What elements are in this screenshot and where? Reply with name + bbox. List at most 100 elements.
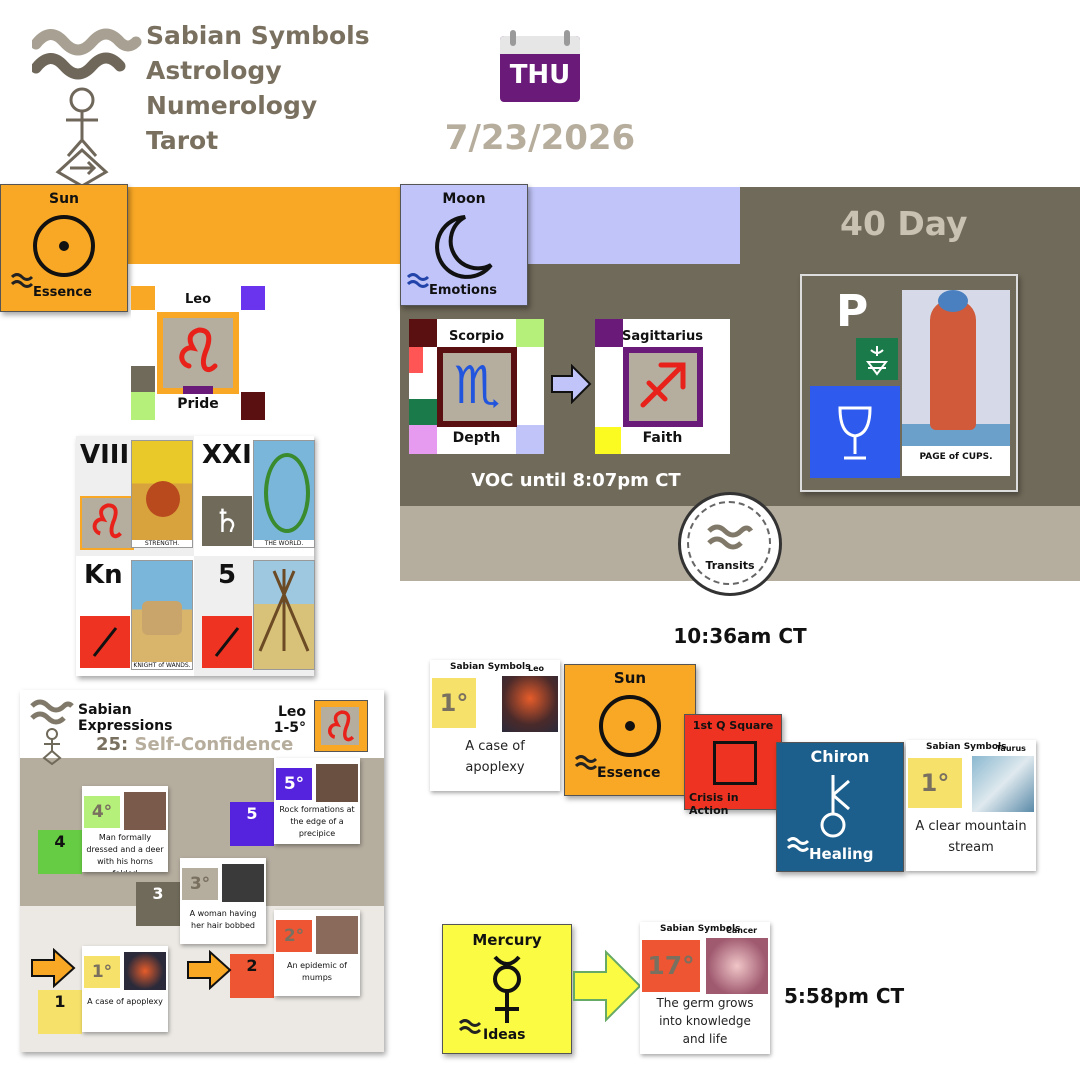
wands-tile — [80, 616, 130, 668]
brand-line-4: Tarot — [146, 126, 219, 155]
card-image — [972, 756, 1034, 812]
sabian-card-leo-1b[interactable]: 1° A case of apoplexy — [82, 946, 168, 1032]
sagittarius-glyph-icon — [640, 362, 686, 408]
card-image — [222, 864, 264, 902]
expression-num-3: 3 — [136, 882, 180, 926]
transits-time: 10:36am CT — [673, 624, 807, 648]
knight-caption: KNIGHT of WANDS. — [132, 662, 192, 669]
card-text: A woman having her hair bobbed — [189, 909, 257, 930]
sagittarius-keyword: Faith — [642, 430, 683, 446]
sun-label: Essence — [33, 285, 92, 300]
sun-title: Sun — [48, 191, 80, 207]
transits-label: Transits — [705, 559, 755, 572]
transits-badge[interactable]: Transits — [678, 492, 782, 596]
expression-num-4-text: 4 — [54, 832, 66, 851]
expressions-theme-text: Self-Confidence — [134, 734, 294, 755]
leo-tile[interactable]: Leo Pride — [131, 286, 265, 420]
degree-badge: 3° — [182, 868, 218, 900]
sabian-small-icon — [11, 273, 34, 288]
current-date: 7/23/2026 — [444, 118, 636, 158]
sabian-logo-icon — [32, 28, 142, 187]
card-image — [706, 938, 768, 994]
expressions-theme: 25: Self-Confidence — [96, 734, 293, 755]
brand-line-3: Numerology — [146, 91, 318, 120]
expressions-leo-tile — [314, 700, 368, 752]
card-image — [316, 764, 358, 802]
tarot-label-kn: Kn — [84, 560, 123, 590]
tarot-card-knight[interactable]: KNIGHT of WANDS. — [131, 560, 193, 670]
scorpio-sign-label: Scorpio — [448, 329, 505, 344]
tarot-card-five-wands[interactable] — [253, 560, 315, 670]
sun-symbol-icon — [599, 695, 661, 757]
square-aspect-icon — [713, 741, 757, 785]
saturn-tile: ♄ — [202, 496, 252, 546]
card-text: A clear mountain stream — [915, 819, 1027, 855]
transit-sun-box[interactable]: Sun Essence — [564, 664, 696, 796]
leo-glyph-icon — [328, 710, 355, 742]
expression-num-1: 1 — [38, 990, 82, 1034]
tarot-card-world[interactable]: THE WORLD. — [253, 440, 315, 548]
sabian-transit-icon — [707, 524, 753, 550]
card-brand: Sabian Symbols — [660, 924, 741, 934]
sabian-card-leo-1[interactable]: Sabian Symbols Leo 1° A case of apoplexy — [430, 660, 560, 791]
chiron-label: Healing — [809, 845, 874, 863]
sabian-small-icon — [575, 755, 598, 770]
expressions-number: 25: — [96, 734, 129, 755]
aspect-box[interactable]: 1st Q Square Crisis in Action — [684, 714, 782, 817]
expression-num-5: 5 — [230, 802, 274, 846]
world-caption: THE WORLD. — [254, 540, 314, 547]
mercury-title: Mercury — [472, 931, 542, 949]
sagittarius-tile[interactable]: Sagittarius Faith — [595, 319, 730, 454]
card-image — [124, 792, 166, 830]
next-arrow-icon — [187, 950, 232, 990]
leo-keyword: Pride — [177, 396, 219, 412]
voc-text: VOC until 8:07pm CT — [471, 470, 681, 491]
sun-box[interactable]: Sun Essence — [0, 184, 128, 312]
scorpio-keyword: Depth — [452, 430, 501, 446]
brand-logo — [32, 22, 142, 187]
card-image — [502, 676, 558, 732]
sabian-card-taurus-1[interactable]: Sabian Symbols Taurus 1° A clear mountai… — [906, 740, 1036, 871]
tarot-label-viii: VIII — [80, 440, 130, 470]
page-of-cups-caption: PAGE of CUPS. — [919, 452, 993, 462]
card-text: Man formally dressed and a deer with his… — [86, 833, 164, 872]
tarot-label-xxi: XXI — [202, 440, 252, 470]
moon-title: Moon — [442, 191, 486, 207]
degree-badge: 1° — [908, 758, 962, 808]
tarot-card-page-of-cups[interactable]: PAGE of CUPS. — [902, 290, 1010, 476]
tarot-card-strength[interactable]: STRENGTH. — [131, 440, 193, 548]
moon-box[interactable]: Moon Emotions — [400, 184, 528, 306]
sabian-card-leo-4[interactable]: 4° Man formally dressed and a deer with … — [82, 786, 168, 872]
expressions-title: Sabian Expressions — [78, 702, 172, 734]
chiron-title: Chiron — [810, 747, 870, 766]
degree-badge: 1° — [432, 678, 476, 728]
sabian-card-leo-2[interactable]: 2° An epidemic of mumps — [274, 910, 360, 996]
day-of-week: THU — [509, 60, 571, 90]
card-sign: Cancer — [726, 926, 758, 935]
strength-caption: STRENGTH. — [132, 540, 192, 547]
degree-badge: 1° — [84, 956, 120, 988]
wand-icon — [92, 627, 118, 657]
sabian-card-cancer-17[interactable]: Sabian Symbols Cancer 17° The germ grows… — [640, 922, 770, 1054]
transit-sun-title: Sun — [613, 669, 647, 687]
card-text: A case of apoplexy — [465, 739, 525, 775]
card-text: Rock formations at the edge of a precipi… — [279, 805, 355, 838]
card-brand: Sabian Symbols — [450, 662, 531, 672]
saturn-icon: ♄ — [212, 502, 242, 540]
sabian-card-leo-5[interactable]: 5° Rock formations at the edge of a prec… — [274, 758, 360, 844]
sabian-card-leo-3[interactable]: 3° A woman having her hair bobbed — [180, 858, 266, 944]
scorpio-tile[interactable]: Scorpio ♏ Depth — [409, 319, 544, 454]
forty-day-card[interactable]: P PAGE of CUPS. — [800, 274, 1018, 492]
earth-element-icon — [856, 338, 898, 380]
cups-tile — [810, 386, 900, 478]
chiron-box[interactable]: Chiron Healing — [776, 742, 904, 872]
mercury-box[interactable]: Mercury Ideas — [442, 924, 572, 1054]
card-sign: Leo — [528, 664, 545, 673]
leo-mini-tile — [80, 496, 134, 550]
cup-icon — [838, 406, 872, 460]
degree-badge: 4° — [84, 796, 120, 828]
transition-arrow-icon — [551, 364, 592, 404]
card-image — [316, 916, 358, 954]
wand-icon — [214, 627, 240, 657]
transit-sun-label: Essence — [597, 765, 661, 781]
